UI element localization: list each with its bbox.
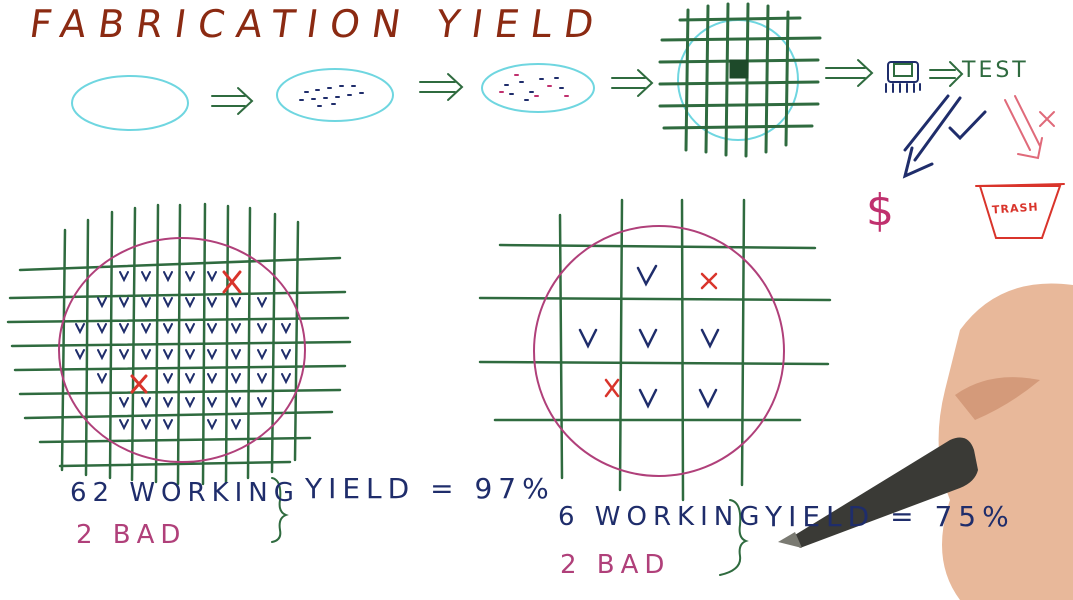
hand-with-pen-image xyxy=(778,283,1073,600)
doped-wafer xyxy=(481,63,595,113)
right-wafer-checks xyxy=(578,264,720,409)
selected-die xyxy=(729,59,749,79)
patterned-wafer xyxy=(276,68,394,122)
left-wafer xyxy=(6,202,352,543)
left-brace xyxy=(271,477,289,543)
right-brace xyxy=(719,499,749,576)
right-wafer-defects xyxy=(604,272,718,398)
diced-wafer-grid xyxy=(658,2,822,158)
left-wafer-outline xyxy=(58,237,306,463)
flow-arrow-3 xyxy=(611,69,654,97)
left-working-count: 62 WORKING xyxy=(70,478,300,508)
blank-wafer xyxy=(71,75,189,131)
right-wafer-grid xyxy=(478,198,832,502)
right-bad-count: 2 BAD xyxy=(560,550,671,580)
right-wafer xyxy=(478,198,832,576)
flow-arrow-1 xyxy=(211,87,254,115)
left-bad-count: 2 BAD xyxy=(76,520,187,550)
patterned-wafer-dots xyxy=(299,85,364,107)
doped-wafer-dots xyxy=(499,74,569,101)
process-flow xyxy=(71,2,1065,239)
pass-arrow xyxy=(902,94,987,179)
trash-bin-icon xyxy=(975,183,1065,239)
right-wafer-outline xyxy=(533,225,785,477)
fail-arrow xyxy=(1004,95,1055,160)
test-label: TEST xyxy=(962,58,1029,83)
right-yield: YIELD = 75% xyxy=(765,500,1015,533)
chip-package-icon xyxy=(885,61,921,93)
flow-arrow-2 xyxy=(419,73,464,101)
left-wafer-defects xyxy=(130,270,242,394)
left-yield: YIELD = 97% xyxy=(305,472,555,505)
dollar-symbol: $ xyxy=(866,185,900,236)
left-wafer-checks xyxy=(75,271,291,431)
flow-arrow-5 xyxy=(929,61,964,87)
right-working-count: 6 WORKING xyxy=(558,502,766,532)
left-wafer-grid xyxy=(6,202,352,486)
flow-arrow-4 xyxy=(825,59,874,87)
